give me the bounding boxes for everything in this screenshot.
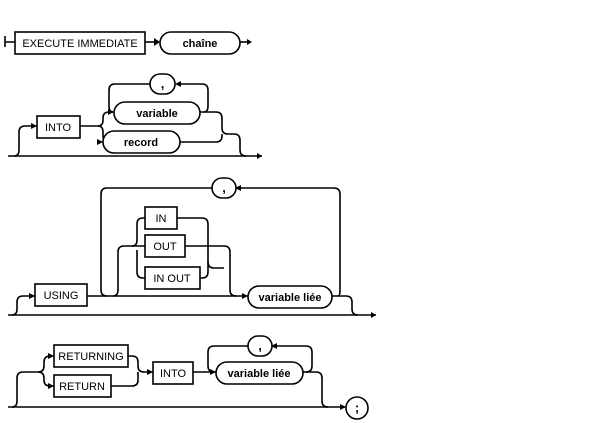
using-keyword: USING (44, 290, 79, 302)
returning-keyword: RETURNING (58, 351, 123, 363)
using-bind-variable-box (247, 285, 333, 309)
using-clause: USING IN OUT IN OUT variable liée , (8, 177, 376, 318)
terminator-semicolon: ; (355, 400, 359, 415)
into-separator: , (161, 76, 165, 91)
variable-placeholder-box (113, 101, 201, 125)
returning-separator-box (247, 335, 273, 357)
string-placeholder: chaîne (183, 38, 218, 50)
record-placeholder: record (124, 137, 158, 149)
execute-immediate-keyword: EXECUTE IMMEDIATE (22, 38, 137, 50)
into-keyword: INTO (45, 122, 72, 134)
into-clause: INTO variable record , (8, 73, 262, 159)
mode-out: OUT (153, 241, 177, 253)
execute-immediate-row: EXECUTE IMMEDIATE chaîne (4, 31, 252, 55)
returning-separator: , (258, 338, 262, 353)
mode-in: IN (156, 213, 167, 225)
using-separator-box (211, 177, 237, 199)
using-keyword-box (34, 283, 88, 307)
using-bind-variable: variable liée (259, 292, 322, 304)
returning-clause: RETURNING RETURN INTO variable liée , ; (8, 335, 369, 420)
returning-into-keyword-box (152, 361, 194, 385)
into-separator-box (149, 73, 176, 95)
terminator-box (345, 396, 369, 420)
string-placeholder-box (159, 31, 241, 55)
returning-into-keyword: INTO (160, 368, 187, 380)
execute-immediate-keyword-box (14, 31, 146, 55)
return-keyword: RETURN (59, 381, 105, 393)
returning-bind-variable-box (215, 361, 304, 385)
returning-bind-variable: variable liée (228, 368, 291, 380)
mode-in-out: IN OUT (153, 273, 191, 285)
into-keyword-box (36, 115, 81, 139)
using-separator: , (222, 180, 226, 195)
variable-placeholder: variable (136, 108, 178, 120)
